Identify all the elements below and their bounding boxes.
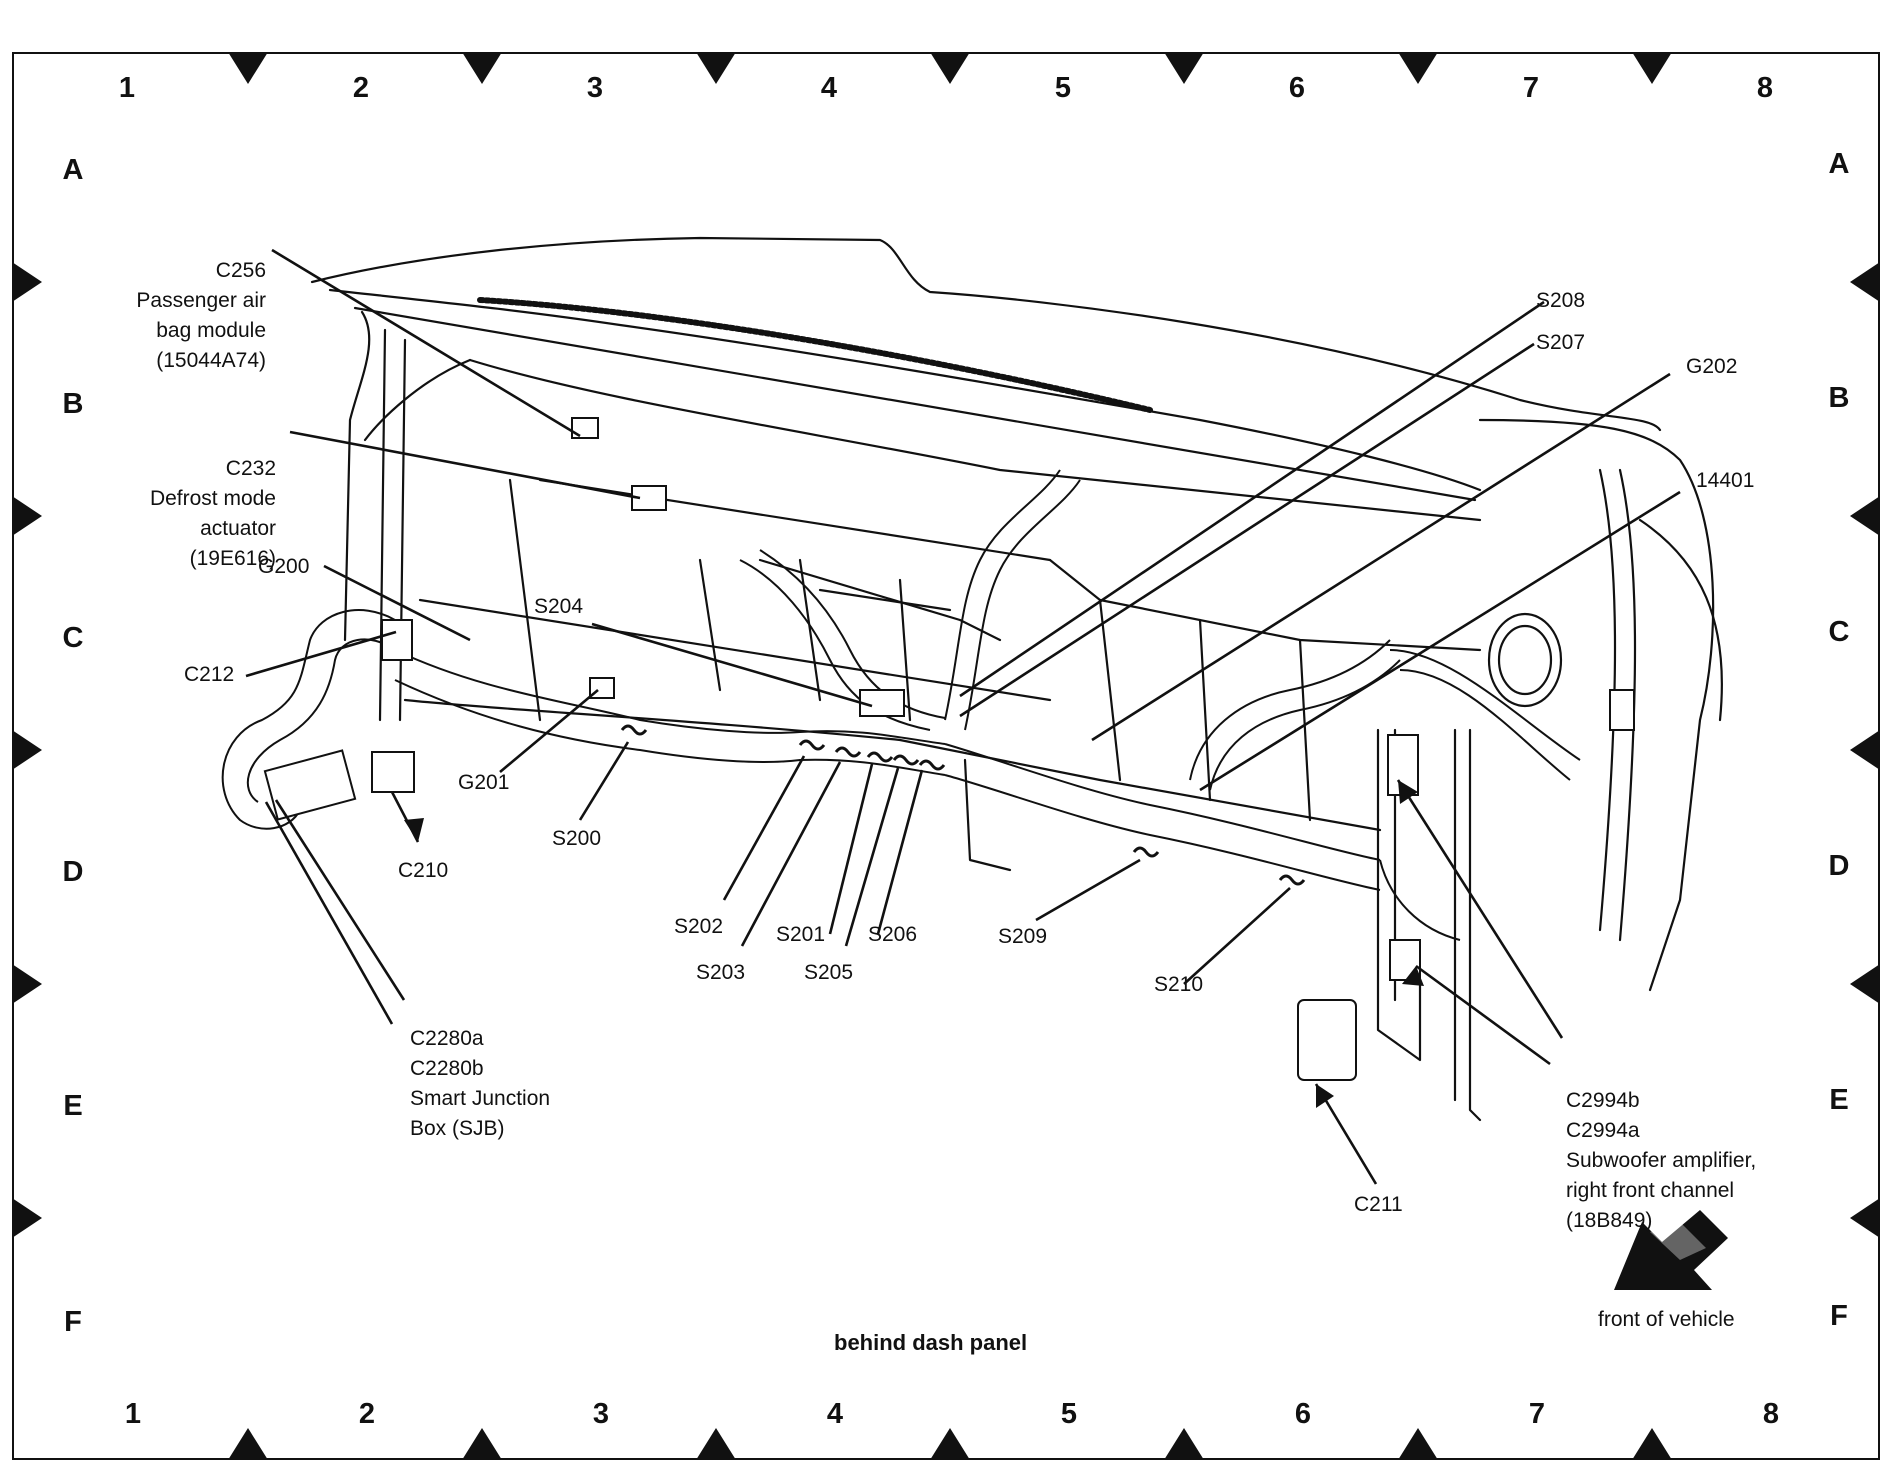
leader-lines [245,248,1681,1185]
grid-col-3-top: 3 [586,72,604,104]
grid-row-a-left: A [62,154,84,186]
grid-col-6-bottom: 6 [1294,1398,1312,1430]
grid-row-b-right: B [1828,382,1850,414]
grid-row-c-right: C [1828,616,1850,648]
grid-row-f-left: F [64,1306,82,1338]
grid-row-d-right: D [1828,850,1850,882]
grid-col-4-bottom: 4 [826,1398,844,1430]
callout-c210: C210 [398,859,449,882]
grid-col-5-bottom: 5 [1060,1398,1078,1430]
grid-row-b-left: B [62,388,84,420]
grid-col-1-top: 1 [118,72,136,104]
grid-col-2-bottom: 2 [358,1398,376,1430]
callout-c211: C211 [1354,1193,1403,1216]
grid-col-5-top: 5 [1054,72,1072,104]
callout-s202: S202 [674,915,724,938]
callout-s205: S205 [804,961,854,984]
grid-col-8-bottom: 8 [1762,1398,1780,1430]
grid-row-c-left: C [62,622,84,654]
diagram-caption: behind dash panel [834,1330,1028,1355]
grid-col-7-top: 7 [1522,72,1540,104]
grid-col-8-top: 8 [1756,72,1774,104]
grid-row-f-right: F [1830,1300,1848,1332]
grid-row-a-right: A [1828,148,1850,180]
callout-s206: S206 [868,923,918,946]
grid-row-e-left: E [63,1090,83,1122]
front-of-vehicle-arrow-icon [1614,1210,1728,1290]
callout-s201: S201 [776,923,826,946]
callout-g202: G202 [1686,355,1738,378]
dashboard-outline [310,236,1723,1122]
grid-col-1-bottom: 1 [124,1398,142,1430]
grid-col-6-top: 6 [1288,72,1306,104]
callout-s200: S200 [552,827,602,850]
callout-c212: C212 [184,663,235,686]
grid-ticks [12,52,1880,1460]
grid-col-7-bottom: 7 [1528,1398,1546,1430]
front-of-vehicle-label: front of vehicle [1598,1308,1735,1331]
grid-col-2-top: 2 [352,72,370,104]
wire-harness [221,469,1581,941]
callout-g201: G201 [458,771,510,794]
callout-s204: S204 [534,595,584,618]
callout-g200: G200 [258,555,310,578]
grid-row-d-left: D [62,856,84,888]
callout-s207: S207 [1536,331,1586,354]
grid-row-e-right: E [1829,1084,1849,1116]
callout-s210: S210 [1154,973,1204,996]
connectors [263,417,1635,1081]
callout-s208: S208 [1536,289,1586,312]
splice-marks [620,724,1306,886]
callout-s209: S209 [998,925,1048,948]
grid-col-4-top: 4 [820,72,838,104]
leader-arrowheads [404,780,1424,1108]
grid-col-3-bottom: 3 [592,1398,610,1430]
callout-14401: 14401 [1696,469,1755,492]
callout-s203: S203 [696,961,746,984]
